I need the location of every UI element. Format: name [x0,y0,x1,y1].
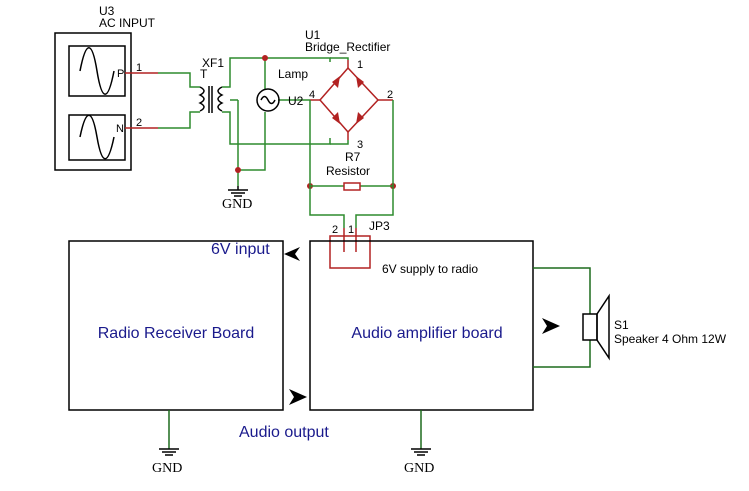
transformer-primary-coil [198,86,205,112]
sine-wave-icon [79,114,115,160]
radio-board-box [68,240,284,411]
rectifier-pin-left: 4 [309,89,315,101]
signal-6v-input: 6V input [211,241,270,258]
wire-ac-p [158,72,200,88]
transformer-xf1[interactable]: XF1 T [198,56,224,113]
ac-input-name: AC INPUT [99,16,156,30]
resistor-body [343,182,361,191]
diode-icon [332,112,340,124]
lamp-ref: U2 [288,94,304,108]
rectifier-ref: U1 [305,28,321,42]
gnd-label: GND [404,461,434,476]
wire-ac-n [158,111,200,129]
ac-pin-p-num: 1 [136,62,142,74]
jumper-pin-b: 1 [348,224,354,236]
rectifier-diamond [319,66,380,134]
resistor-name: Resistor [326,164,370,178]
jumper-note: 6V supply to radio [382,262,478,276]
resistor-ref: R7 [345,150,361,164]
wire-speaker-bottom [533,340,591,368]
junction-dot [235,167,241,173]
transformer-ref: XF1 [202,56,224,70]
wire-rect-bottom [330,140,349,145]
wire-rect-top [330,57,349,60]
jumper-jp3[interactable]: JP3 2 1 6V supply to radio [329,219,478,276]
wire-jumper-b [355,186,394,228]
arrow-right-icon [542,318,560,334]
speaker-magnet [582,313,598,341]
gnd-label: GND [222,197,252,212]
speaker-cone-icon [596,293,610,361]
arrow-left-icon [284,247,300,261]
speaker-ref: S1 [614,318,629,332]
ac-pin-p-name: P [117,68,124,80]
speaker-name: Speaker 4 Ohm 12W [614,332,727,346]
radio-receiver-board[interactable]: Radio Receiver Board [68,240,284,411]
rectifier-name: Bridge_Rectifier [305,40,390,54]
ground-symbol-amplifier: GND [404,410,434,476]
rectifier-pin-top: 1 [357,59,363,71]
ac-pin-n-name: N [116,123,124,135]
lamp-filament-icon [260,95,276,105]
rectifier-pin-right: 2 [387,89,393,101]
wire-jumper-a [309,186,345,228]
lamp-u2[interactable]: Lamp U2 [256,67,308,112]
wire-lamp-gnd [238,112,266,171]
ac-input-ref: U3 [99,4,115,18]
wire-speaker-top [533,267,591,314]
arrow-right-icon [289,389,307,405]
ac-input-source[interactable]: U3 AC INPUT P N 1 2 [54,4,158,171]
diode-icon [332,76,340,88]
jumper-body [329,235,371,269]
radio-board-label: Radio Receiver Board [98,325,255,342]
ground-symbol-radio: GND [152,410,182,476]
lamp-bulb-icon [256,88,280,112]
ac-input-body [54,32,132,171]
ac-pin-n-num: 2 [136,117,142,129]
speaker-s1[interactable]: S1 Speaker 4 Ohm 12W [582,293,727,361]
diode-icon [356,112,364,124]
transformer-secondary-coil [217,86,224,112]
diode-icon [356,76,364,88]
wire-sec-top [222,57,331,88]
ground-symbol-transformer: GND [222,186,252,212]
jumper-pin-a: 2 [332,224,338,236]
signal-audio-output: Audio output [239,424,329,441]
sine-wave-icon [79,47,115,95]
wire-sec-bottom [222,111,331,145]
amplifier-board-label: Audio amplifier board [351,325,502,342]
lamp-name: Lamp [278,67,308,81]
jumper-ref: JP3 [369,219,390,233]
gnd-label: GND [152,461,182,476]
ac-input-n-box [68,114,126,161]
transformer-label: T [200,67,208,81]
ac-input-p-box [68,45,126,97]
bridge-rectifier-u1[interactable]: U1 Bridge_Rectifier 1 4 2 3 [305,28,393,151]
rectifier-pin-bottom: 3 [357,139,363,151]
resistor-r7[interactable]: R7 Resistor [326,150,370,191]
junction-dot [262,55,268,61]
